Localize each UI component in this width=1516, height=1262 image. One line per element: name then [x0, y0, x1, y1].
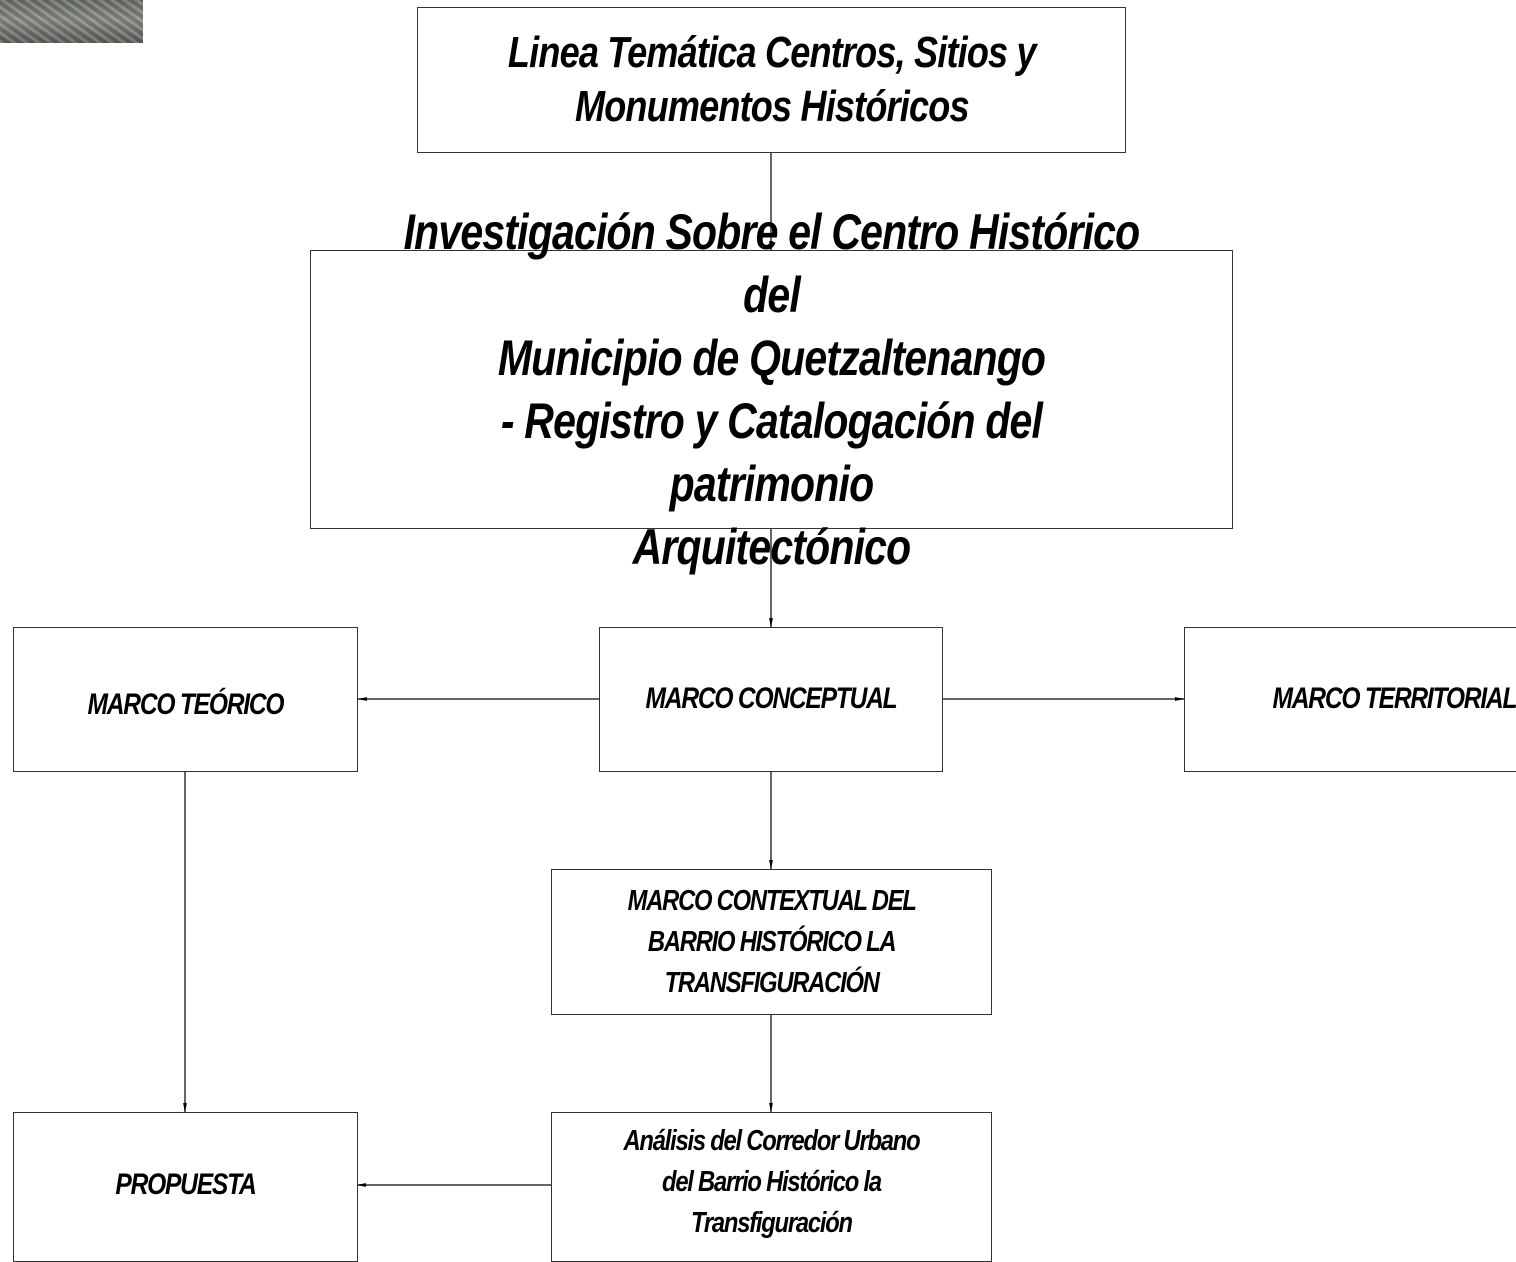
- node-marco-teorico: MARCO TEÓRICO: [13, 627, 358, 772]
- node-investigacion-label: Investigación Sobre el Centro Histórico …: [403, 203, 1141, 575]
- node-marco-teorico-label: MARCO TEÓRICO: [87, 687, 285, 721]
- node-linea-tematica: Linea Temática Centros, Sitios y Monumen…: [417, 7, 1126, 153]
- node-investigacion: Investigación Sobre el Centro Histórico …: [310, 204, 1233, 575]
- node-marco-contextual: MARCO CONTEXTUAL DEL BARRIO HISTÓRICO LA…: [551, 869, 992, 1015]
- node-linea-tematica-label: Linea Temática Centros, Sitios y Monumen…: [507, 28, 1037, 131]
- node-analisis-label: Análisis del Corredor Urbano del Barrio …: [623, 1125, 921, 1239]
- node-marco-conceptual-label: MARCO CONCEPTUAL: [645, 681, 898, 715]
- node-marco-territorial-label: MARCO TERRITORIAL: [1272, 681, 1516, 715]
- photo-thumbnail: [0, 0, 143, 43]
- node-propuesta: PROPUESTA: [13, 1112, 358, 1262]
- node-analisis: Análisis del Corredor Urbano del Barrio …: [551, 1112, 992, 1262]
- node-marco-contextual-label: MARCO CONTEXTUAL DEL BARRIO HISTÓRICO LA…: [627, 884, 916, 999]
- node-marco-conceptual: MARCO CONCEPTUAL: [599, 627, 943, 772]
- node-propuesta-label: PROPUESTA: [115, 1168, 256, 1201]
- node-marco-territorial: MARCO TERRITORIAL: [1184, 627, 1516, 772]
